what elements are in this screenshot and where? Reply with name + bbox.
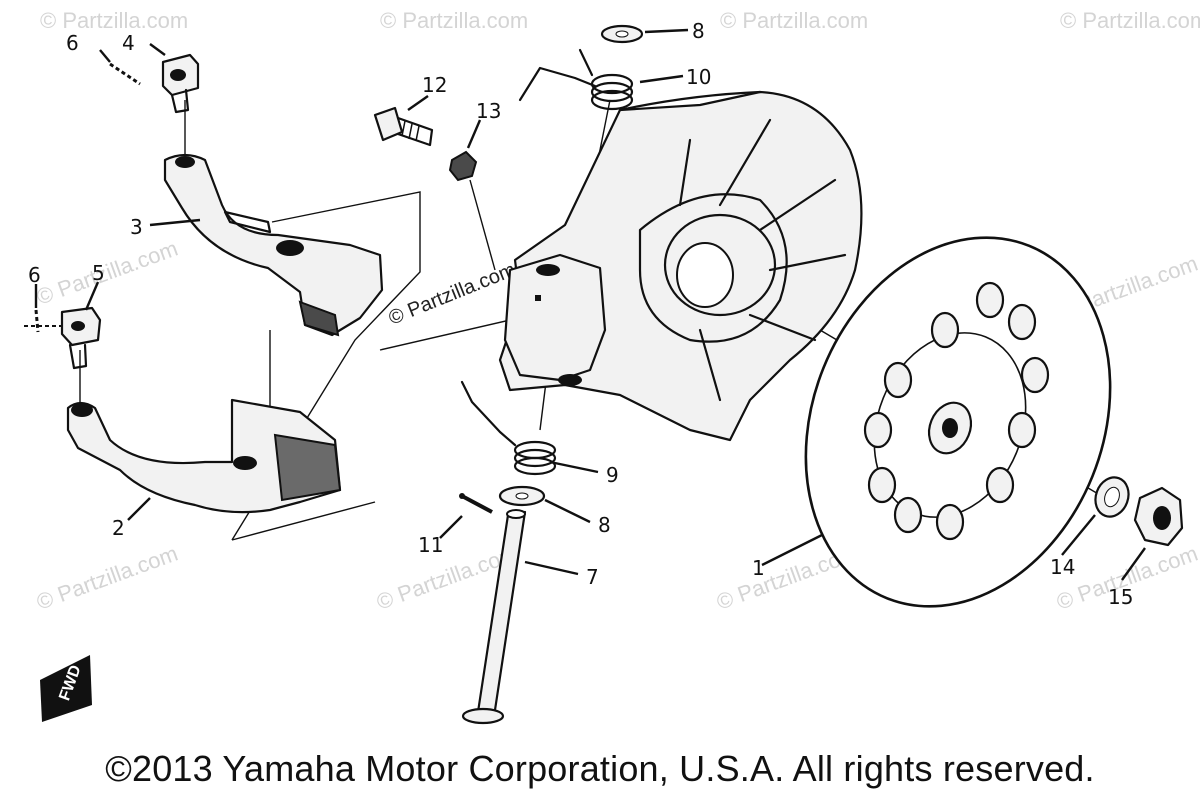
callout-1: 1: [752, 556, 765, 580]
callout-12: 12: [422, 73, 447, 97]
main-housing: [498, 90, 863, 442]
part-8-washer-upper: [600, 24, 644, 44]
callout-13: 13: [476, 99, 501, 123]
part-2-arm: [66, 398, 342, 514]
callout-6-upper: 6: [66, 31, 79, 55]
watermark: © Partzilla.com: [1060, 8, 1200, 33]
part-9-spring: [460, 380, 557, 476]
copyright-notice: ©2013 Yamaha Motor Corporation, U.S.A. A…: [105, 748, 1095, 789]
watermark: © Partzilla.com: [380, 8, 528, 33]
part-6-screw-upper: [109, 62, 141, 86]
callout-4: 4: [122, 31, 135, 55]
callout-9: 9: [606, 463, 619, 487]
part-6-screw-lower: [24, 309, 66, 333]
callout-14: 14: [1050, 555, 1075, 579]
part-15-nut: [1133, 486, 1184, 547]
callout-8-lower: 8: [598, 513, 611, 537]
callout-6-lower: 6: [28, 263, 41, 287]
part-13-nut: [448, 150, 478, 182]
callout-8-upper: 8: [692, 19, 705, 43]
part-8-washer-lower: [498, 485, 546, 507]
callout-7: 7: [586, 565, 599, 589]
callout-5: 5: [92, 261, 105, 285]
fwd-arrow-marker: FWD: [40, 655, 92, 722]
part-1-disc: [804, 236, 1112, 608]
callout-2: 2: [112, 516, 125, 540]
watermark: © Partzilla.com: [33, 236, 181, 310]
watermark-center: © Partzilla.com: [386, 259, 519, 330]
part-11-pin: [459, 493, 493, 514]
callout-15: 15: [1108, 585, 1133, 609]
part-5-block: [60, 306, 102, 370]
part-10-spring: [518, 48, 634, 111]
watermark: © Partzilla.com: [720, 8, 868, 33]
part-3-arm: [163, 153, 384, 337]
part-7-shaft: [461, 509, 527, 725]
callout-11: 11: [418, 533, 443, 557]
part-4-block: [161, 53, 200, 114]
callouts: 1 2 3 4 5 6 6 7 8 8 9 10 11 12 13 14 15: [28, 19, 1133, 609]
part-14-washer: [1094, 476, 1130, 518]
watermark: © Partzilla.com: [40, 8, 188, 33]
callout-10: 10: [686, 65, 711, 89]
part-12-bolt: [373, 106, 434, 147]
watermark: © Partzilla.com: [33, 541, 181, 615]
callout-3: 3: [130, 215, 143, 239]
leader-lines: [34, 28, 1146, 581]
